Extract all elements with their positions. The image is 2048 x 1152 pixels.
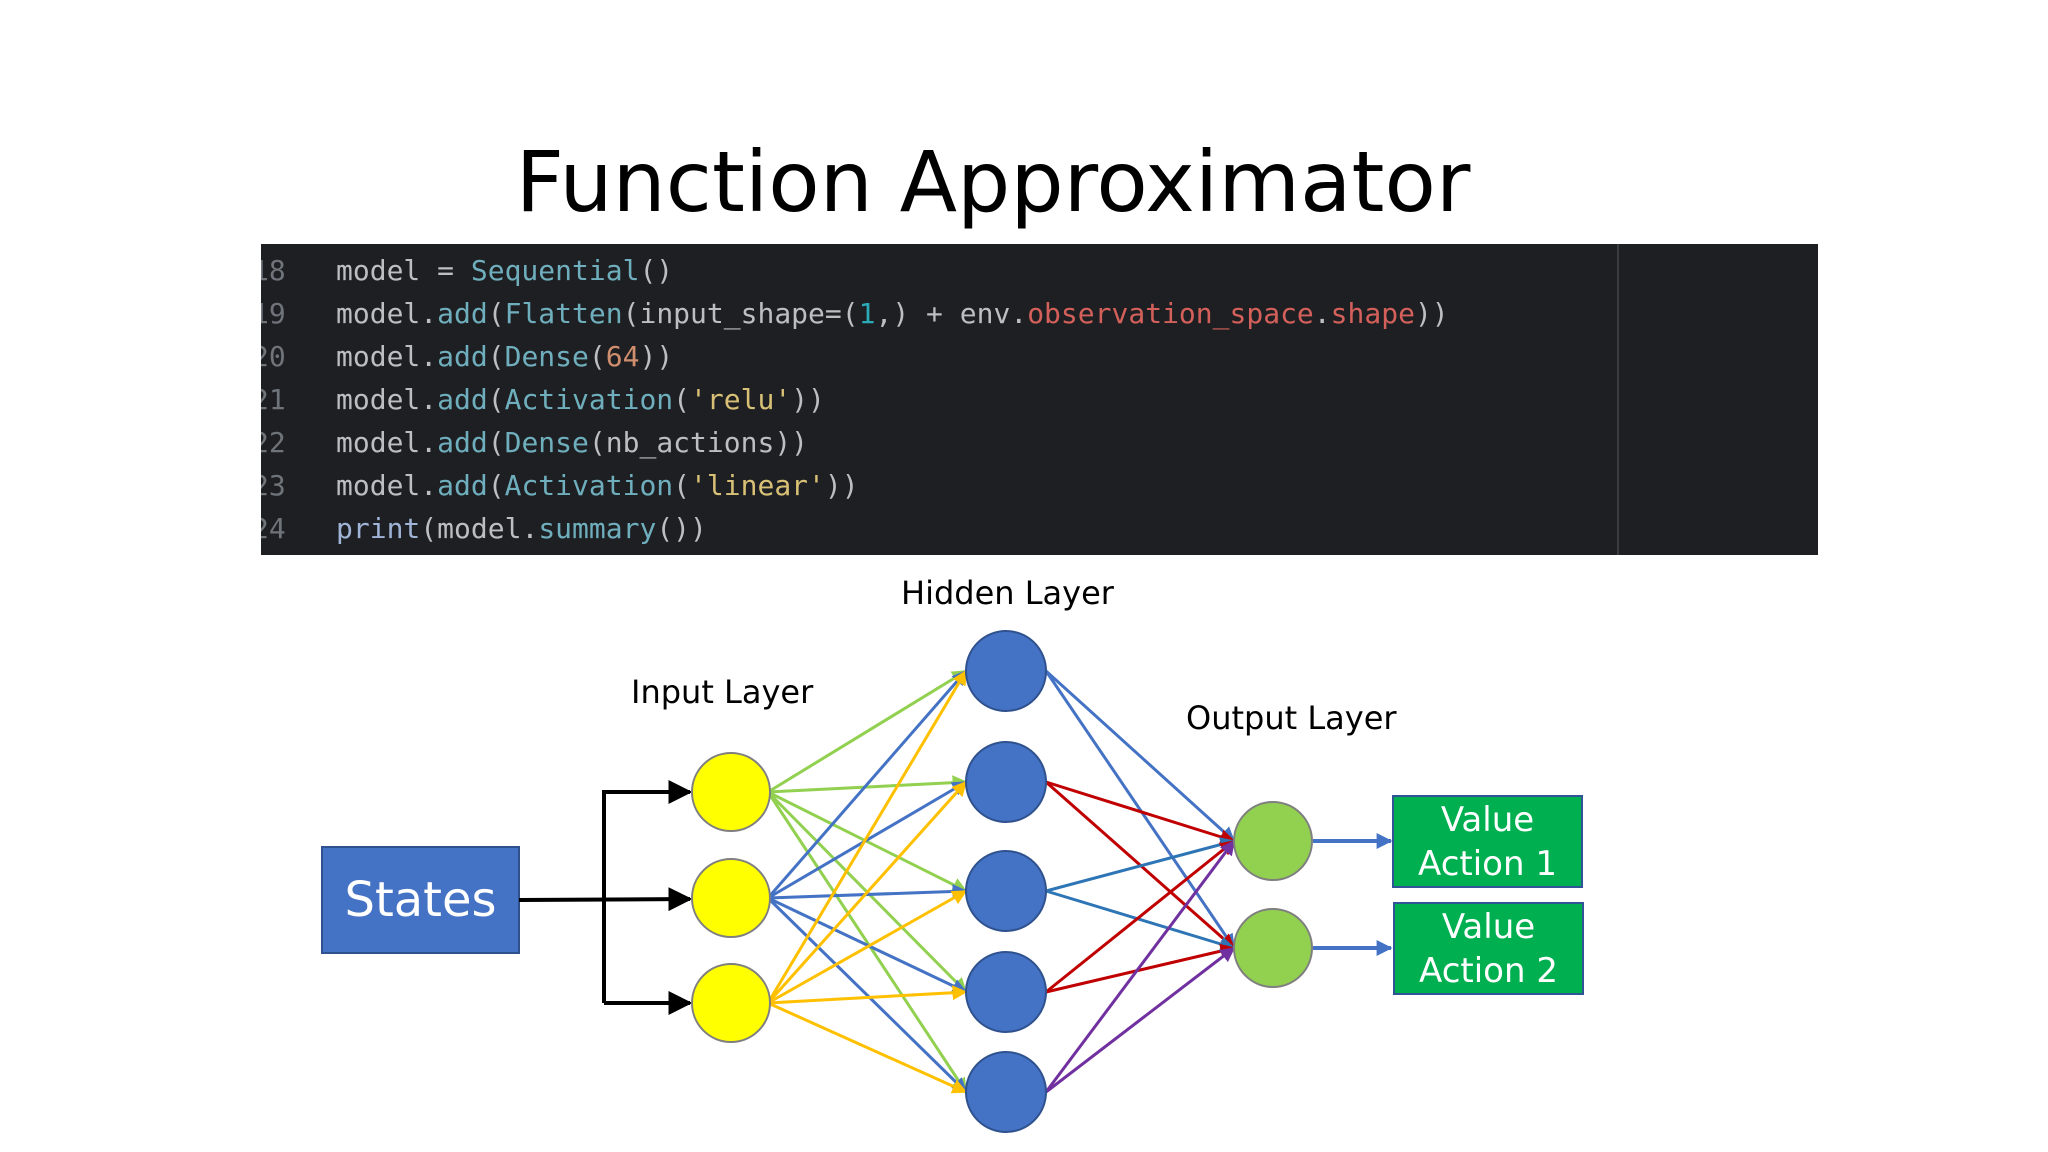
edge bbox=[766, 780, 968, 1005]
value-action-1-line1: Value bbox=[1440, 800, 1535, 840]
edge bbox=[766, 669, 968, 899]
line-number: 23 bbox=[261, 469, 286, 502]
code-text: model.add(Flatten(input_shape=(1,) + env… bbox=[336, 297, 1449, 330]
value-action-2-label: Value Action 2 bbox=[1394, 905, 1583, 993]
edge bbox=[1045, 946, 1236, 1094]
line-number: 19 bbox=[261, 297, 286, 330]
input-layer-nodes bbox=[691, 752, 771, 1043]
edge bbox=[767, 985, 968, 1005]
edge bbox=[1045, 780, 1236, 845]
line-number: 21 bbox=[261, 383, 286, 416]
output-layer-nodes bbox=[1233, 801, 1313, 988]
code-text: model = Sequential() bbox=[336, 254, 674, 287]
edge bbox=[766, 791, 968, 1094]
code-text: model.add(Activation('relu')) bbox=[336, 383, 825, 416]
edge bbox=[1045, 943, 1236, 994]
output-node bbox=[1233, 908, 1313, 988]
line-number: 20 bbox=[261, 340, 286, 373]
input-layer-label: Input Layer bbox=[631, 673, 814, 711]
states-label: States bbox=[344, 872, 497, 928]
edge bbox=[1045, 837, 1236, 893]
value-action-1-box bbox=[1392, 795, 1583, 888]
hidden-node bbox=[965, 951, 1047, 1033]
input-node bbox=[691, 858, 771, 938]
input-hidden-edges bbox=[766, 669, 968, 1094]
edge bbox=[1045, 839, 1236, 994]
value-action-2-box bbox=[1393, 902, 1584, 995]
code-text: model.add(Dense(nb_actions)) bbox=[336, 426, 809, 459]
value-action-1-line2: Action 1 bbox=[1418, 844, 1557, 884]
code-divider bbox=[1617, 244, 1619, 555]
hidden-node bbox=[965, 741, 1047, 823]
edge bbox=[767, 896, 968, 994]
hidden-output-edges bbox=[1044, 669, 1236, 1094]
input-node bbox=[691, 963, 771, 1043]
edge bbox=[1044, 669, 1236, 843]
edge bbox=[766, 669, 968, 1004]
states-box bbox=[321, 846, 520, 954]
input-node bbox=[691, 752, 771, 832]
edge bbox=[767, 775, 968, 794]
line-number: 24 bbox=[261, 512, 286, 545]
hidden-node bbox=[965, 850, 1047, 932]
line-number: 18 bbox=[261, 254, 286, 287]
edge bbox=[1044, 670, 1236, 950]
code-text: model.add(Activation('linear')) bbox=[336, 469, 859, 502]
value-action-2-line1: Value bbox=[1441, 907, 1536, 947]
value-action-1-label: Value Action 1 bbox=[1393, 798, 1582, 886]
edge bbox=[766, 896, 968, 1094]
arrow-states-to-input-1 bbox=[602, 780, 693, 1003]
edge bbox=[1044, 839, 1236, 1093]
code-panel: 18 model = Sequential() 19 model.add(Flatte… bbox=[261, 244, 1818, 555]
value-action-2-line2: Action 2 bbox=[1419, 951, 1558, 991]
code-text: model.add(Dense(64)) bbox=[336, 340, 674, 373]
code-text: print(model.summary()) bbox=[336, 512, 707, 545]
output-value-edges bbox=[1313, 833, 1393, 956]
line-number: 22 bbox=[261, 426, 286, 459]
hidden-layer-label: Hidden Layer bbox=[901, 574, 1114, 612]
slide-title: Function Approximator bbox=[515, 133, 1471, 231]
hidden-node bbox=[965, 630, 1047, 712]
output-node bbox=[1233, 801, 1313, 881]
output-layer-label: Output Layer bbox=[1186, 699, 1397, 737]
edge bbox=[767, 669, 968, 794]
hidden-layer-nodes bbox=[965, 630, 1047, 1133]
edge bbox=[1045, 889, 1236, 952]
edge bbox=[767, 780, 968, 900]
hidden-node bbox=[965, 1051, 1047, 1133]
edge bbox=[767, 1001, 968, 1094]
edge bbox=[767, 889, 968, 1005]
states-connector bbox=[518, 780, 693, 1015]
